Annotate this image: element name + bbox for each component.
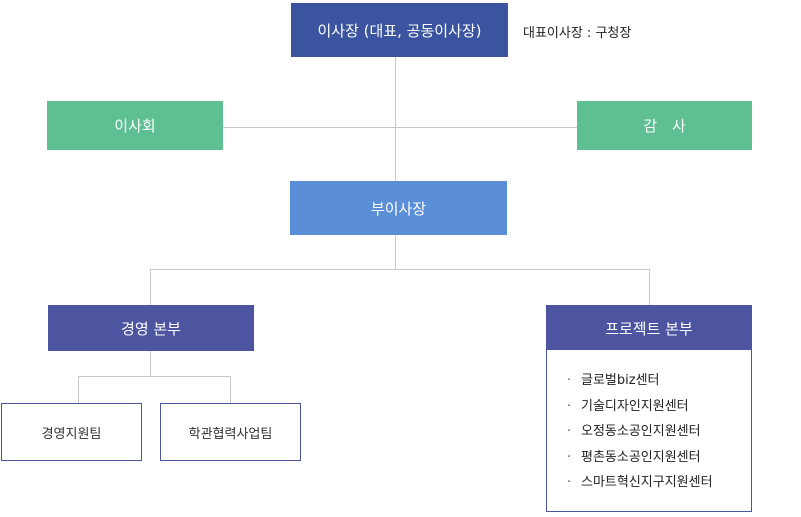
chairman-label: 이사장 (대표, 공동이사장) — [317, 21, 482, 40]
bullet-icon: · — [567, 424, 572, 439]
center-label: 글로벌biz센터 — [581, 373, 660, 388]
project-hq-box: 프로젝트 본부 — [546, 305, 752, 351]
center-item: · 스마트혁신지구지원센터 — [567, 470, 751, 496]
center-label: 오정동소공인지원센터 — [581, 424, 701, 439]
management-hq-label: 경영 본부 — [121, 319, 181, 338]
vice-chairman-box: 부이사장 — [290, 181, 507, 235]
chairman-note: 대표이사장 : 구청장 — [523, 26, 632, 41]
bullet-icon: · — [567, 398, 572, 414]
management-hq-box: 경영 본부 — [48, 305, 254, 351]
vice-chairman-label: 부이사장 — [370, 199, 427, 218]
center-label: 기술디자인지원센터 — [581, 398, 689, 414]
bullet-icon: · — [567, 373, 572, 388]
chairman-box: 이사장 (대표, 공동이사장) — [291, 3, 508, 57]
team-box-cooperation: 학관협력사업팀 — [160, 403, 301, 461]
board-label: 이사회 — [114, 117, 156, 135]
center-item: · 글로벌biz센터 — [567, 368, 751, 394]
center-label: 평촌동소공인지원센터 — [581, 449, 701, 465]
center-item: · 오정동소공인지원센터 — [567, 419, 751, 445]
auditor-box: 감 사 — [577, 101, 752, 150]
project-centers-panel: · 글로벌biz센터 · 기술디자인지원센터 · 오정동소공인지원센터 · 평촌동소공인… — [546, 350, 752, 512]
bullet-icon: · — [567, 475, 572, 490]
team-box-management-support: 경영지원팀 — [1, 403, 142, 461]
project-hq-label: 프로젝트 본부 — [605, 319, 693, 338]
center-item: · 기술디자인지원센터 — [567, 394, 751, 420]
auditor-label: 감 사 — [643, 117, 686, 135]
board-box: 이사회 — [47, 101, 223, 150]
team-label: 경영지원팀 — [41, 426, 102, 442]
bullet-icon: · — [567, 449, 572, 465]
team-label: 학관협력사업팀 — [188, 426, 273, 442]
center-item: · 평촌동소공인지원센터 — [567, 445, 751, 471]
center-list: · 글로벌biz센터 · 기술디자인지원센터 · 오정동소공인지원센터 · 평촌동소공인… — [547, 350, 751, 496]
center-label: 스마트혁신지구지원센터 — [581, 475, 713, 490]
